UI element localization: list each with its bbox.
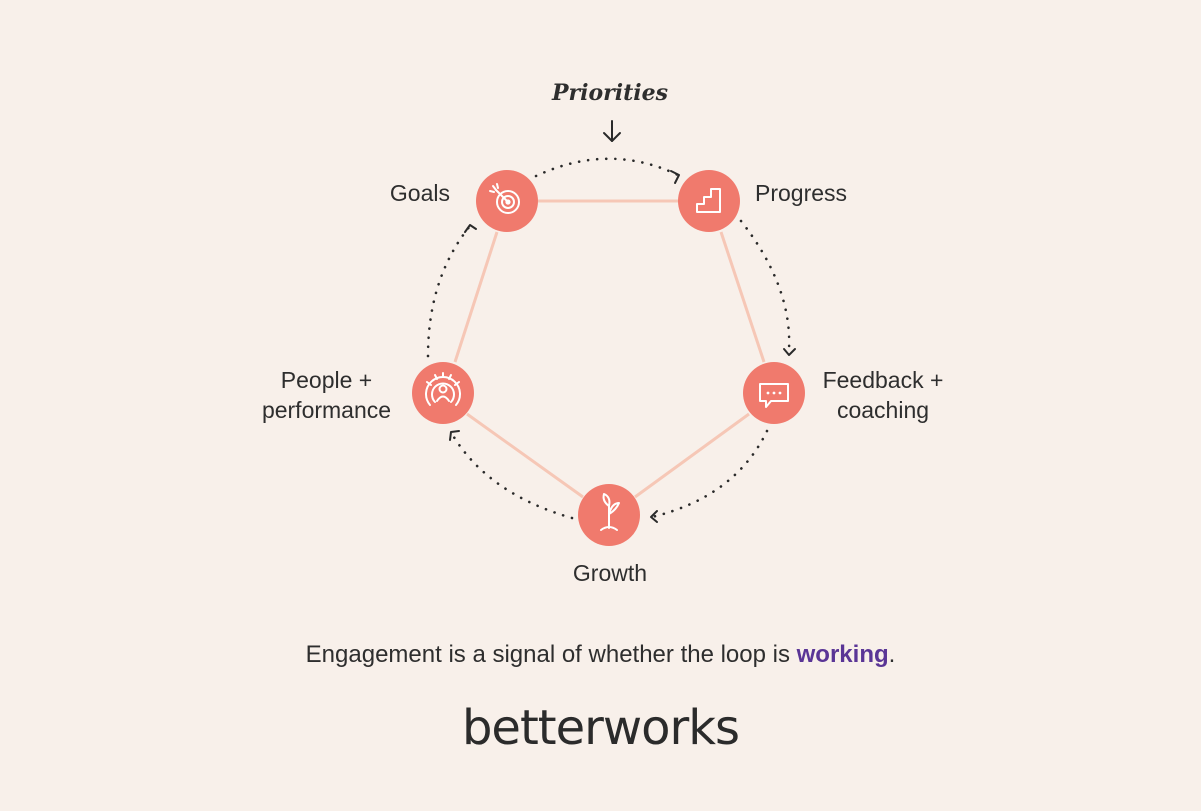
node-feedback bbox=[743, 362, 805, 424]
arrow-goals-to-progress bbox=[534, 157, 680, 178]
node-label-people: People + performance bbox=[244, 365, 409, 425]
engagement-tagline: Engagement is a signal of whether the lo… bbox=[0, 641, 1201, 669]
node-label-goals: Goals bbox=[330, 178, 450, 208]
arrow-progress-to-feedback bbox=[739, 219, 791, 351]
connector-people-goals bbox=[453, 231, 499, 363]
node-label-progress: Progress bbox=[755, 178, 905, 208]
progress-label: Progress bbox=[755, 180, 848, 206]
node-label-growth: Growth bbox=[530, 558, 690, 588]
node-label-feedback: Feedback + coaching bbox=[808, 365, 958, 425]
node-progress bbox=[678, 170, 740, 232]
arrowhead-progress bbox=[670, 170, 680, 184]
priorities-down-arrow-icon bbox=[603, 120, 621, 142]
tagline-text: Engagement is a signal of whether the lo… bbox=[305, 641, 797, 668]
tagline-highlight: working bbox=[796, 641, 889, 668]
node-growth bbox=[578, 484, 640, 546]
arrowhead-growth bbox=[650, 510, 658, 523]
people-label-line-2: performance bbox=[261, 397, 392, 423]
arrowhead-feedback bbox=[783, 348, 796, 356]
stairs-icon bbox=[696, 188, 721, 213]
feedback-label-line-2: coaching bbox=[836, 397, 930, 423]
arrow-growth-to-people bbox=[450, 432, 574, 520]
tagline-end: . bbox=[888, 641, 896, 668]
growth-label: Growth bbox=[572, 560, 648, 586]
arrowhead-goals bbox=[464, 224, 477, 233]
chat-bubble-icon bbox=[759, 383, 789, 408]
pentagon-connectors bbox=[453, 199, 766, 499]
node-goals bbox=[476, 170, 538, 232]
target-icon bbox=[489, 183, 520, 214]
arrow-people-to-goals bbox=[426, 224, 472, 358]
node-people bbox=[412, 362, 474, 424]
connector-progress-feedback bbox=[719, 231, 766, 363]
connector-growth-people bbox=[466, 412, 584, 499]
people-label-line-1: People + bbox=[280, 367, 373, 393]
priorities-label: Priorities bbox=[551, 80, 668, 106]
betterworks-logo: betterworks bbox=[461, 700, 740, 756]
sprout-icon bbox=[600, 493, 620, 531]
goals-label: Goals bbox=[389, 180, 450, 206]
dotted-flow-arrows bbox=[426, 157, 791, 520]
connector-feedback-growth bbox=[634, 412, 750, 499]
gauge-icon bbox=[425, 372, 461, 406]
feedback-label-line-1: Feedback + bbox=[822, 367, 944, 393]
arrowheads bbox=[449, 170, 796, 523]
arrowhead-people bbox=[449, 430, 460, 441]
